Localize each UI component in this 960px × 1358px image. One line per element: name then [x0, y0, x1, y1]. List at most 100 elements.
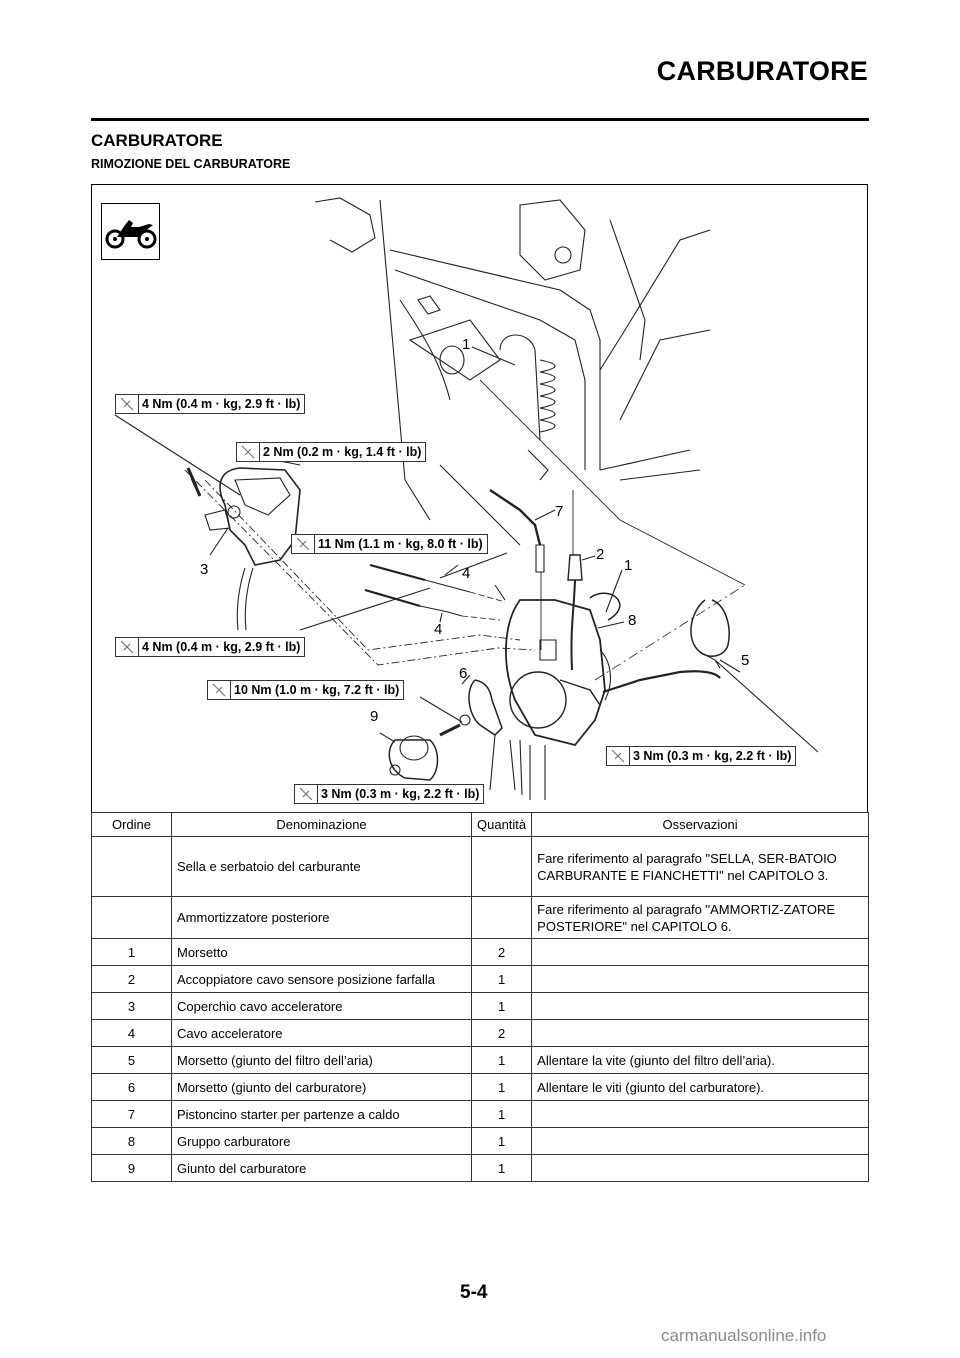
cell-qty: 1	[470, 1154, 533, 1182]
cell-name: Gruppo carburatore	[171, 1127, 472, 1155]
torque-wrench-icon	[295, 785, 318, 803]
figure-frame	[91, 184, 868, 812]
callout-4-upper: 4	[462, 565, 471, 582]
cell-notes	[531, 1100, 869, 1128]
cell-order: 5	[91, 1046, 172, 1074]
cell-order: 3	[91, 992, 172, 1020]
torque-value: 3 Nm (0.3 m · kg, 2.2 ft · lb)	[321, 787, 480, 801]
table-row: Ammortizzatore posteriore Fare riferimen…	[91, 896, 869, 939]
torque-wrench-icon	[292, 535, 315, 553]
cell-qty: 1	[470, 1073, 533, 1101]
torque-label-throttle-cable: 4 Nm (0.4 m · kg, 2.9 ft · lb)	[115, 637, 306, 657]
cell-qty	[470, 836, 533, 897]
cell-order	[91, 896, 172, 939]
callout-9: 9	[370, 708, 379, 725]
cell-qty: 1	[470, 992, 533, 1020]
torque-value: 10 Nm (1.0 m · kg, 7.2 ft · lb)	[234, 683, 400, 697]
table-row: 2 Accoppiatore cavo sensore posizione fa…	[91, 965, 869, 993]
cell-notes	[531, 992, 869, 1020]
table-row: 3 Coperchio cavo acceleratore 1	[91, 992, 869, 1020]
page-number: 5-4	[460, 1282, 488, 1303]
table-row: 4 Cavo acceleratore 2	[91, 1019, 869, 1047]
torque-label-cable-cover-bolt: 4 Nm (0.4 m · kg, 2.9 ft · lb)	[115, 394, 306, 414]
torque-value: 2 Nm (0.2 m · kg, 1.4 ft · lb)	[263, 445, 422, 459]
torque-wrench-icon	[607, 747, 630, 765]
table-row: 9 Giunto del carburatore 1	[91, 1154, 869, 1182]
carburetor-exploded-diagram	[114, 197, 819, 800]
header-denominazione: Denominazione	[171, 812, 472, 837]
callout-1-upper: 1	[462, 336, 471, 353]
torque-wrench-icon	[237, 443, 260, 461]
dirt-bike-icon	[105, 219, 156, 248]
table-row: 6 Morsetto (giunto del carburatore) 1 Al…	[91, 1073, 869, 1101]
cell-order: 4	[91, 1019, 172, 1047]
dirt-bike-icon-box	[101, 203, 160, 260]
cell-notes: Allentare la vite (giunto del filtro del…	[531, 1046, 869, 1074]
torque-wrench-icon	[208, 681, 231, 699]
cell-notes: Fare riferimento al paragrafo "AMMORTIZ-…	[531, 896, 869, 939]
torque-label-air-filter-clamp: 3 Nm (0.3 m · kg, 2.2 ft · lb)	[606, 746, 797, 766]
callout-6: 6	[459, 665, 468, 682]
cell-notes	[531, 965, 869, 993]
torque-value: 4 Nm (0.4 m · kg, 2.9 ft · lb)	[142, 397, 301, 411]
table-row: 8 Gruppo carburatore 1	[91, 1127, 869, 1155]
header-ordine: Ordine	[91, 812, 172, 837]
section-title: CARBURATORE	[91, 131, 223, 150]
cell-qty: 1	[470, 1100, 533, 1128]
cell-qty: 2	[470, 938, 533, 966]
table-row: Sella e serbatoio del carburante Fare ri…	[91, 836, 869, 897]
cell-notes	[531, 1154, 869, 1182]
cell-name: Cavo acceleratore	[171, 1019, 472, 1047]
header-rule	[91, 118, 869, 121]
cell-qty	[470, 896, 533, 939]
cell-order: 6	[91, 1073, 172, 1101]
torque-value: 11 Nm (1.1 m · kg, 8.0 ft · lb)	[318, 537, 483, 551]
cell-notes: Allentare le viti (giunto del carburator…	[531, 1073, 869, 1101]
cell-name: Morsetto (giunto del filtro dell’aria)	[171, 1046, 472, 1074]
torque-label-joint-bolt: 10 Nm (1.0 m · kg, 7.2 ft · lb)	[207, 680, 405, 700]
table-row: 7 Pistoncino starter per partenze a cald…	[91, 1100, 869, 1128]
torque-wrench-icon	[116, 395, 139, 413]
cell-notes: Fare riferimento al paragrafo "SELLA, SE…	[531, 836, 869, 897]
torque-value: 4 Nm (0.4 m · kg, 2.9 ft · lb)	[142, 640, 301, 654]
cell-notes	[531, 938, 869, 966]
cell-name: Accoppiatore cavo sensore posizione farf…	[171, 965, 472, 993]
cell-order	[91, 836, 172, 897]
table-header-row: Ordine Denominazione Quantità Osservazio…	[91, 812, 869, 837]
cell-name: Morsetto (giunto del carburatore)	[171, 1073, 472, 1101]
cell-name: Giunto del carburatore	[171, 1154, 472, 1182]
cell-qty: 1	[470, 1046, 533, 1074]
removal-parts-table: Ordine Denominazione Quantità Osservazio…	[91, 812, 869, 1182]
cell-order: 2	[91, 965, 172, 993]
cell-name: Pistoncino starter per partenze a caldo	[171, 1100, 472, 1128]
callout-5: 5	[741, 652, 750, 669]
table-row: 5 Morsetto (giunto del filtro dell’aria)…	[91, 1046, 869, 1074]
cell-notes	[531, 1127, 869, 1155]
cell-qty: 1	[470, 965, 533, 993]
table-row: 1 Morsetto 2	[91, 938, 869, 966]
cell-qty: 2	[470, 1019, 533, 1047]
callout-3: 3	[200, 561, 209, 578]
page-header-title: CARBURATORE	[656, 56, 868, 86]
torque-value: 3 Nm (0.3 m · kg, 2.2 ft · lb)	[633, 749, 792, 763]
torque-label-carb-clamp: 3 Nm (0.3 m · kg, 2.2 ft · lb)	[294, 784, 485, 804]
cell-order: 9	[91, 1154, 172, 1182]
cell-name: Morsetto	[171, 938, 472, 966]
watermark-link[interactable]: carmanualsonline.info	[661, 1326, 827, 1345]
subsection-title: RIMOZIONE DEL CARBURATORE	[91, 157, 291, 171]
header-osservazioni: Osservazioni	[531, 812, 869, 837]
callout-7: 7	[555, 503, 564, 520]
cell-order: 1	[91, 938, 172, 966]
torque-wrench-icon	[116, 638, 139, 656]
callout-2: 2	[596, 546, 605, 563]
callout-8: 8	[628, 612, 637, 629]
callout-1-clamp: 1	[624, 557, 633, 574]
torque-label-cover-screw: 2 Nm (0.2 m · kg, 1.4 ft · lb)	[236, 442, 427, 462]
cell-order: 7	[91, 1100, 172, 1128]
cell-name: Sella e serbatoio del carburante	[171, 836, 472, 897]
cell-name: Coperchio cavo acceleratore	[171, 992, 472, 1020]
cell-name: Ammortizzatore posteriore	[171, 896, 472, 939]
cell-notes	[531, 1019, 869, 1047]
cell-qty: 1	[470, 1127, 533, 1155]
torque-label-hot-starter: 11 Nm (1.1 m · kg, 8.0 ft · lb)	[291, 534, 488, 554]
